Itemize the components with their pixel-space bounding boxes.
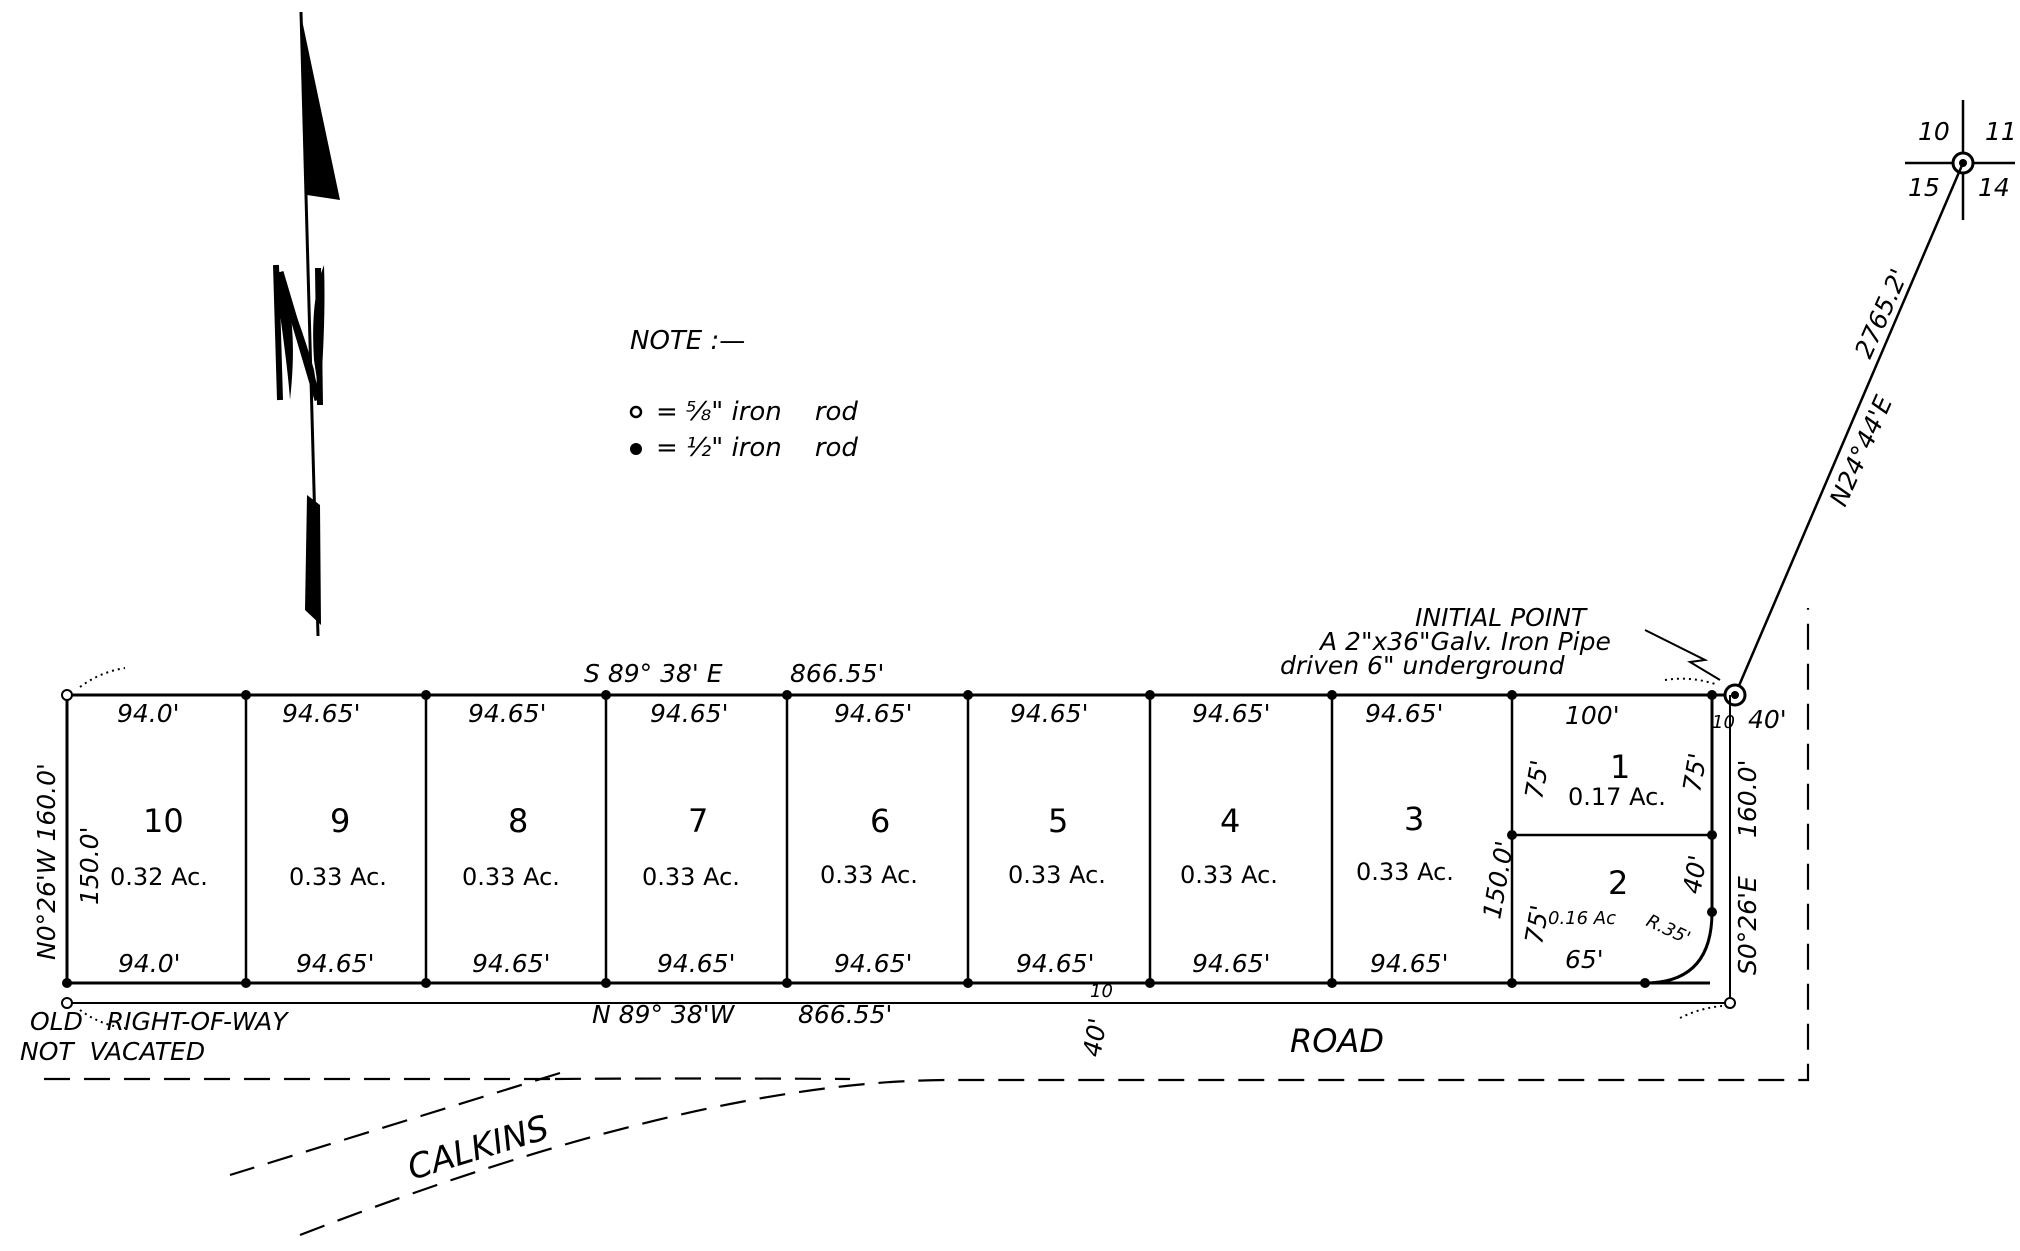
lot-number: 6	[870, 802, 890, 840]
lot-left-dim: 75'	[1519, 758, 1554, 801]
tiny-10-bottom: 10	[1090, 981, 1113, 1002]
initial-point-line1: INITIAL POINT	[1415, 603, 1588, 632]
west-bearing: N0°26'W 160.0'	[32, 763, 61, 960]
lot-top-dim: 94.65'	[1192, 699, 1270, 728]
road-width: 40'	[1077, 1016, 1112, 1059]
lot-9: 94.65' 9 0.33 Ac. 94.65'	[282, 699, 387, 978]
lot-3: 94.65' 3 0.33 Ac. 94.65'	[1356, 699, 1454, 978]
open-circle-icon	[629, 405, 643, 419]
lot-1: 100' 1 0.17 Ac. 75' 75'	[1519, 701, 1712, 811]
corner-arcs	[79, 667, 1723, 1029]
lot-bottom-dim: 94.65'	[472, 949, 550, 978]
lot-number: 1	[1610, 748, 1630, 786]
initial-point-leader	[1644, 629, 1721, 681]
lot-acres: 0.33 Ac.	[1008, 861, 1106, 889]
old-right-of-way: OLD RIGHT-OF-WAY	[30, 1007, 289, 1036]
tie-distance: 2765.2'	[1849, 264, 1914, 362]
lot-top-dim: 94.65'	[650, 699, 728, 728]
section-11: 11	[1985, 117, 2017, 146]
lot-acres: 0.17 Ac.	[1568, 783, 1666, 811]
lot-number: 2	[1608, 864, 1628, 902]
lot-7: 94.65' 7 0.33 Ac. 94.65'	[642, 699, 740, 978]
north-bearing: S 89° 38' E	[584, 659, 723, 688]
not-vacated: NOT VACATED	[20, 1037, 205, 1066]
lot-top-dim: 94.65'	[1010, 699, 1088, 728]
note-title: NOTE :—	[630, 326, 745, 356]
lot-10: 94.0' 10 0.32 Ac. 94.0'	[110, 699, 208, 978]
north-label: N	[0, 0, 1, 1]
road-lines	[44, 608, 1810, 1237]
lot-number: 10	[143, 802, 184, 840]
lot-5: 94.65' 5 0.33 Ac. 94.65'	[1008, 699, 1106, 978]
tie-bearing: N24°44'E	[1824, 391, 1898, 510]
south-bearing: N 89° 38'W	[592, 1000, 736, 1029]
initial-point-line3: driven 6" underground	[1280, 651, 1565, 680]
lot-2: 2 0.16 Ac R.35' 75' 40' 65'	[1519, 853, 1712, 974]
note-line-2: = ½" iron rod	[656, 433, 858, 463]
lot-acres: 0.33 Ac.	[1180, 861, 1278, 889]
lot-bottom-dim: 94.0'	[118, 949, 181, 978]
lot-radius: R.35'	[1643, 910, 1694, 949]
section-15: 15	[1908, 173, 1940, 202]
filled-circle-icon	[630, 443, 642, 455]
lot-right-dim: 75'	[1677, 751, 1712, 794]
section-14: 14	[1978, 173, 2010, 202]
lot-acres: 0.33 Ac.	[289, 863, 387, 891]
lot-top-dim: 94.0'	[117, 699, 180, 728]
iron-rod-markers	[61, 689, 1736, 1009]
initial-point-center	[1731, 691, 1739, 699]
lot-acres: 0.33 Ac.	[462, 863, 560, 891]
lot-bottom-dim: 65'	[1565, 945, 1604, 974]
note-line-1: = ⅝" iron rod	[656, 397, 858, 427]
lot-number: 4	[1220, 802, 1240, 840]
lot-top-dim: 94.65'	[282, 699, 360, 728]
initial-point-line2: A 2"x36"Galv. Iron Pipe	[1318, 627, 1611, 656]
tie-line	[1733, 162, 1965, 696]
lot-top-dim: 94.65'	[468, 699, 546, 728]
lot-acres: 0.32 Ac.	[110, 863, 208, 891]
lot-number: 9	[330, 802, 350, 840]
lot-acres: 0.16 Ac	[1548, 908, 1616, 929]
east-distance: 160.0'	[1733, 760, 1762, 838]
lot-top-dim: 94.65'	[834, 699, 912, 728]
subdivision-boundary	[65, 693, 1731, 1004]
lot-bottom-dim: 94.65'	[1016, 949, 1094, 978]
lot-top-dim: 94.65'	[1365, 699, 1443, 728]
lot-4: 94.65' 4 0.33 Ac. 94.65'	[1180, 699, 1278, 978]
south-distance: 866.55'	[798, 1000, 892, 1029]
lot-acres: 0.33 Ac.	[820, 861, 918, 889]
lot-number: 5	[1048, 802, 1068, 840]
lot-left-dim: 75'	[1519, 903, 1554, 946]
calkins-label: CALKINS	[403, 1108, 554, 1189]
west-inner: 150.0'	[75, 827, 104, 905]
lot-bottom-dim: 94.65'	[1192, 949, 1270, 978]
lot-bottom-dim: 94.65'	[296, 949, 374, 978]
section-10: 10	[1918, 117, 1950, 146]
lot-number: 8	[508, 802, 528, 840]
east-row-width: 40'	[1748, 705, 1787, 734]
lot-acres: 0.33 Ac.	[642, 863, 740, 891]
lot-number: 3	[1404, 800, 1424, 838]
lot-number: 7	[688, 802, 708, 840]
lot-right-dim: 40'	[1677, 853, 1712, 896]
tiny-10-top: 10	[1712, 712, 1735, 733]
lot-8: 94.65' 8 0.33 Ac. 94.65'	[462, 699, 560, 978]
lot-bottom-dim: 94.65'	[834, 949, 912, 978]
lot-lines	[244, 695, 1712, 983]
road-name: ROAD	[1290, 1022, 1384, 1060]
north-distance: 866.55'	[790, 659, 884, 688]
lot-6: 94.65' 6 0.33 Ac. 94.65'	[820, 699, 918, 978]
north-arrow-icon	[273, 11, 340, 637]
east-bearing: S0°26'E	[1733, 876, 1762, 975]
lot-bottom-dim: 94.65'	[657, 949, 735, 978]
lot-bottom-dim: 94.65'	[1370, 949, 1448, 978]
lot-acres: 0.33 Ac.	[1356, 858, 1454, 886]
lot-top-dim: 100'	[1565, 701, 1620, 730]
